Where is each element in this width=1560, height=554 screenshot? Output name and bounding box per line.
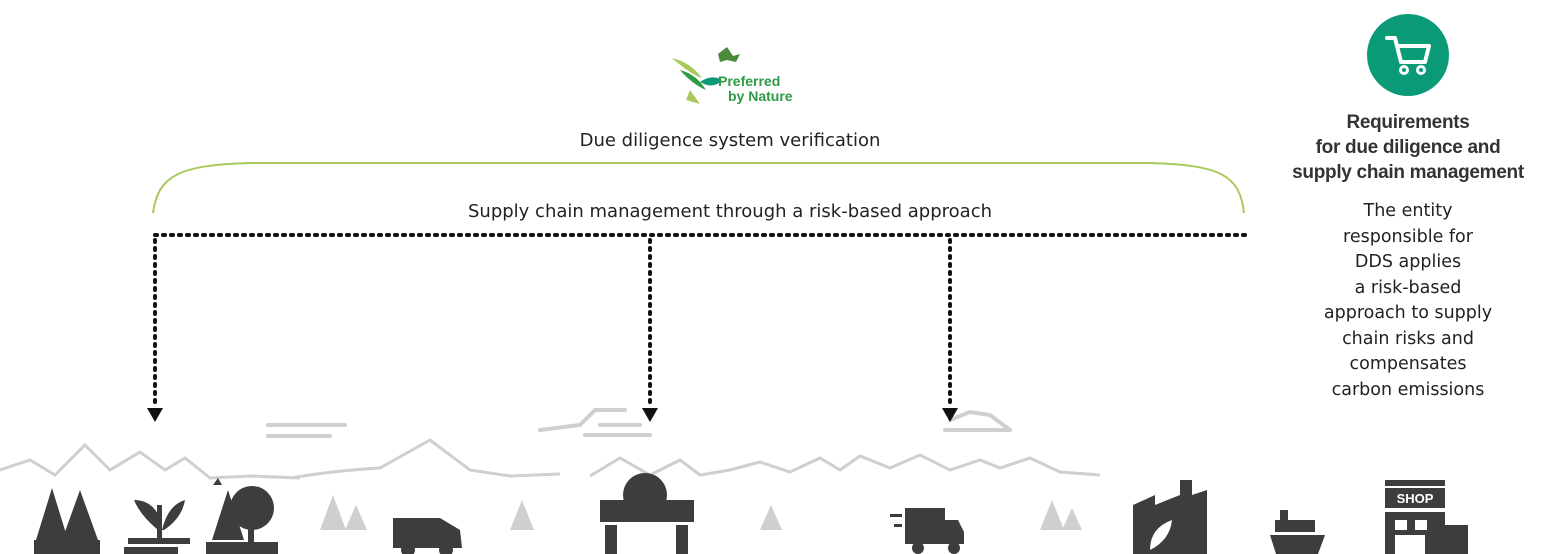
cargo-ship-icon [1270, 510, 1325, 554]
description-line: DDS applies [1354, 252, 1462, 272]
requirements-title-line: Requirements [1346, 112, 1470, 133]
tree-icon [206, 478, 278, 554]
logo-line-2: by Nature [728, 88, 793, 104]
requirements-title-line: for due diligence and [1315, 137, 1501, 158]
verification-title: Due diligence system verification [579, 130, 881, 151]
verification-bracket [152, 162, 1245, 214]
clouds [266, 408, 1012, 438]
van-icon [393, 518, 462, 554]
factory-icon [1133, 480, 1207, 554]
arrowheads [147, 408, 958, 422]
sawmill-icon [600, 473, 694, 554]
fast-truck-icon [890, 508, 964, 554]
description-line: The entity [1363, 201, 1453, 221]
description-line: compensates [1349, 354, 1467, 374]
description-line: approach to supply [1323, 303, 1493, 323]
small-trees [320, 495, 1082, 530]
hummingbird-logo-icon [672, 47, 740, 104]
shopping-cart-icon [1385, 36, 1431, 75]
preferred-by-nature-logo: Preferred by Nature [668, 44, 818, 110]
logo-line-1: Preferred [718, 73, 781, 89]
seedling-icon [124, 500, 190, 554]
description-line: carbon emissions [1331, 379, 1485, 400]
requirements-panel: Requirements for due diligence and suppl… [1262, 14, 1554, 403]
description-line: a risk-based [1354, 277, 1462, 298]
requirements-title-line: supply chain management [1292, 162, 1524, 183]
arrow-down-icon [147, 408, 163, 422]
cart-badge [1367, 14, 1449, 96]
forest-icon [34, 488, 100, 554]
supply-chain-title: Supply chain management through a risk-b… [467, 201, 992, 222]
shop-sign-text: SHOP [1397, 491, 1434, 506]
landscape-background [0, 438, 1101, 480]
requirements-title: Requirements for due diligence and suppl… [1262, 110, 1554, 185]
arrow-down-icon [642, 408, 658, 422]
dotted-connector [153, 233, 1248, 404]
description-line: responsible for [1343, 226, 1473, 247]
requirements-description: The entity responsible for DDS applies a… [1298, 199, 1518, 403]
description-line: chain risks and [1342, 328, 1474, 349]
arrow-down-icon [942, 408, 958, 422]
